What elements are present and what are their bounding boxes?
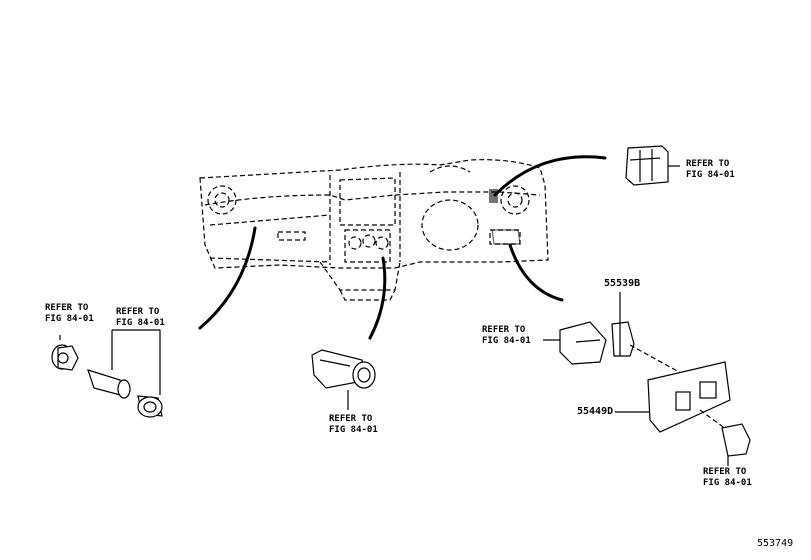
callout-refer-top-right: REFER TO FIG 84-01 [686, 159, 735, 181]
callout-line-2: FIG 84-01 [116, 318, 165, 328]
callout-line-1: REFER TO [45, 303, 89, 313]
callout-refer-bottom-right: REFER TO FIG 84-01 [703, 467, 752, 489]
callout-refer-center: REFER TO FIG 84-01 [329, 414, 378, 436]
switch-top-right [625, 145, 680, 186]
socket-parts-left [51, 329, 163, 418]
callout-line-2: FIG 84-01 [482, 336, 531, 346]
callout-line-1: REFER TO [703, 467, 747, 477]
callout-line-2: FIG 84-01 [703, 478, 752, 488]
callout-line-1: REFER TO [482, 325, 526, 335]
leader-center [368, 256, 387, 340]
switch-group-right [543, 292, 751, 466]
callout-line-2: FIG 84-01 [45, 314, 94, 324]
leader-right-upper [493, 155, 607, 197]
part-number-55449d: 55449D [577, 406, 614, 417]
part-number-55539b: 55539B [604, 278, 641, 289]
sheet-number: 553749 [757, 538, 794, 549]
callout-line-1: REFER TO [329, 414, 373, 424]
callout-line-1: REFER TO [116, 307, 160, 317]
callout-refer-left-1: REFER TO FIG 84-01 [45, 303, 94, 325]
socket-center [311, 349, 376, 410]
callout-line-2: FIG 84-01 [329, 425, 378, 435]
callout-refer-left-2: REFER TO FIG 84-01 [116, 307, 165, 329]
leader-left [198, 226, 257, 330]
callout-line-2: FIG 84-01 [686, 170, 735, 180]
leader-right-lower [508, 243, 564, 302]
callout-line-1: REFER TO [686, 159, 730, 169]
instrument-panel-outline [199, 159, 549, 301]
callout-refer-mid-right: REFER TO FIG 84-01 [482, 325, 531, 347]
